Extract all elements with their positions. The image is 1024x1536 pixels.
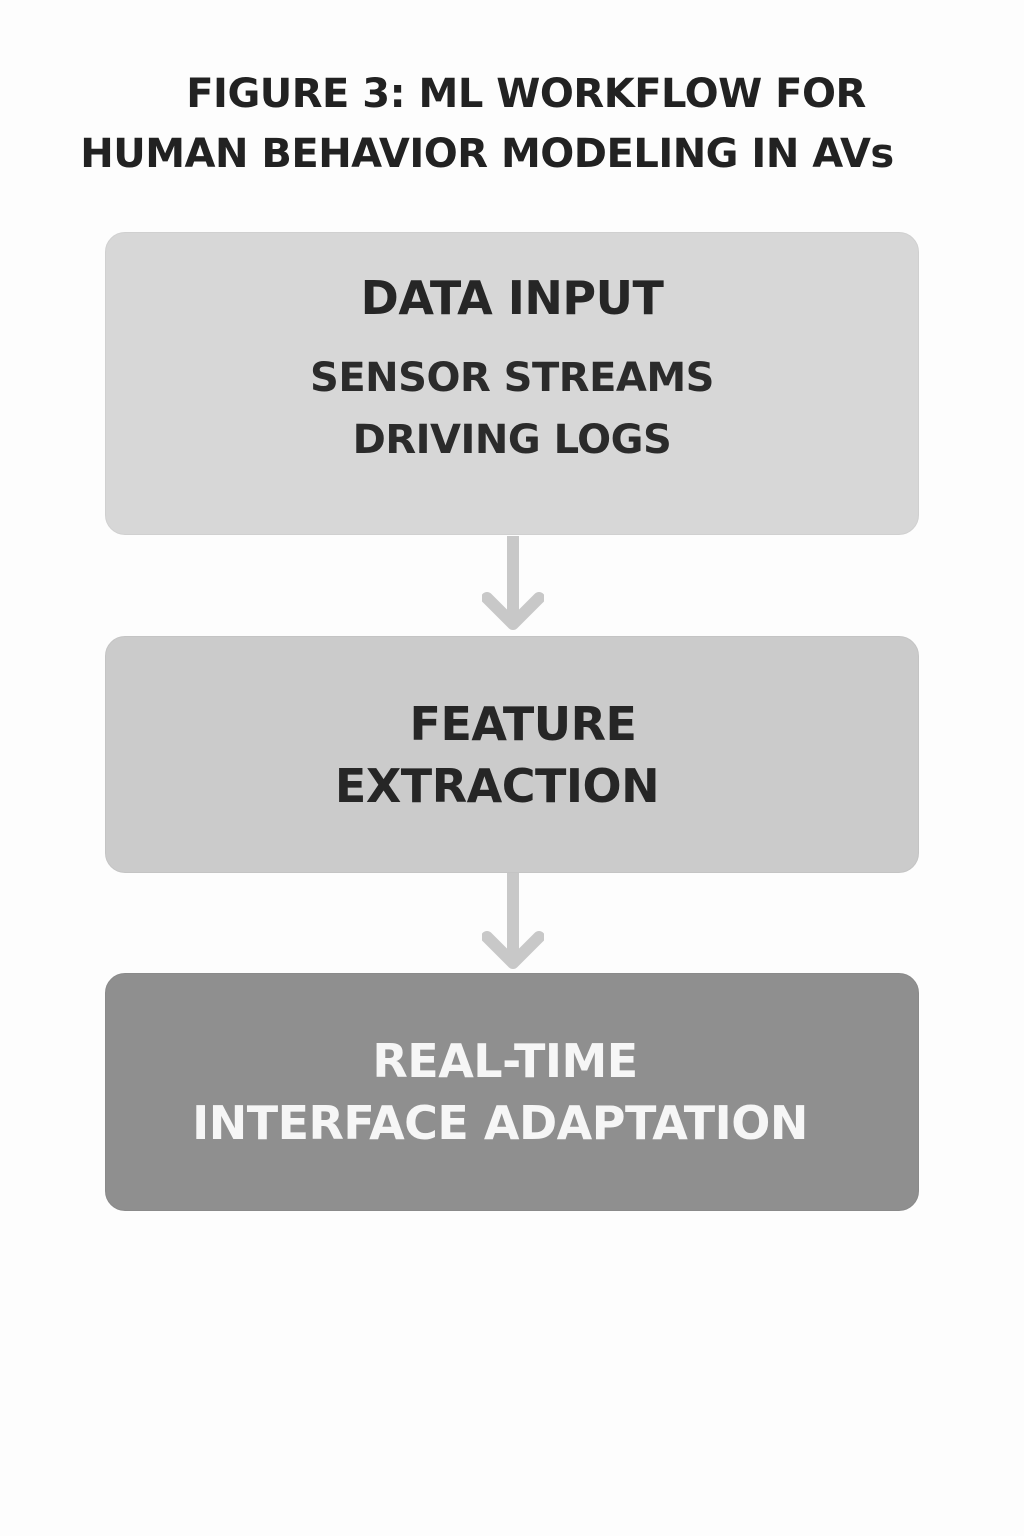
step-item-sensor-streams: SENSOR STREAMS <box>310 347 714 409</box>
step-interface-adaptation-box: REAL-TIME INTERFACE ADAPTATION <box>105 973 919 1211</box>
step-data-input-box: DATA INPUT SENSOR STREAMS DRIVING LOGS <box>105 232 919 535</box>
arrow-down-icon <box>482 873 544 969</box>
step-feature-extraction-title-line-1: FEATURE <box>409 696 637 751</box>
figure-title: FIGURE 3: ML WORKFLOW FOR HUMAN BEHAVIOR… <box>40 64 984 184</box>
step-item-sensor-streams-text: SENSOR STREAMS <box>310 354 714 401</box>
step-item-driving-logs: DRIVING LOGS <box>310 409 714 471</box>
figure-title-line-1: FIGURE 3: ML WORKFLOW FOR <box>186 71 866 117</box>
figure-title-line-2: HUMAN BEHAVIOR MODELING IN AVs <box>80 131 894 177</box>
step-data-input-items: SENSOR STREAMS DRIVING LOGS <box>310 347 714 471</box>
step-interface-adaptation-title: REAL-TIME INTERFACE ADAPTATION <box>192 1030 808 1154</box>
step-interface-adaptation-title-line-1: REAL-TIME <box>372 1034 638 1088</box>
step-feature-extraction-title-line-2: EXTRACTION <box>334 758 660 813</box>
step-data-input-title: DATA INPUT <box>360 270 664 325</box>
step-feature-extraction-title: FEATURE EXTRACTION <box>335 693 660 817</box>
step-interface-adaptation-title-line-2: INTERFACE ADAPTATION <box>192 1096 808 1150</box>
arrow-down-icon <box>482 536 544 630</box>
step-feature-extraction-box: FEATURE EXTRACTION <box>105 636 919 873</box>
step-item-driving-logs-text: DRIVING LOGS <box>352 416 672 463</box>
